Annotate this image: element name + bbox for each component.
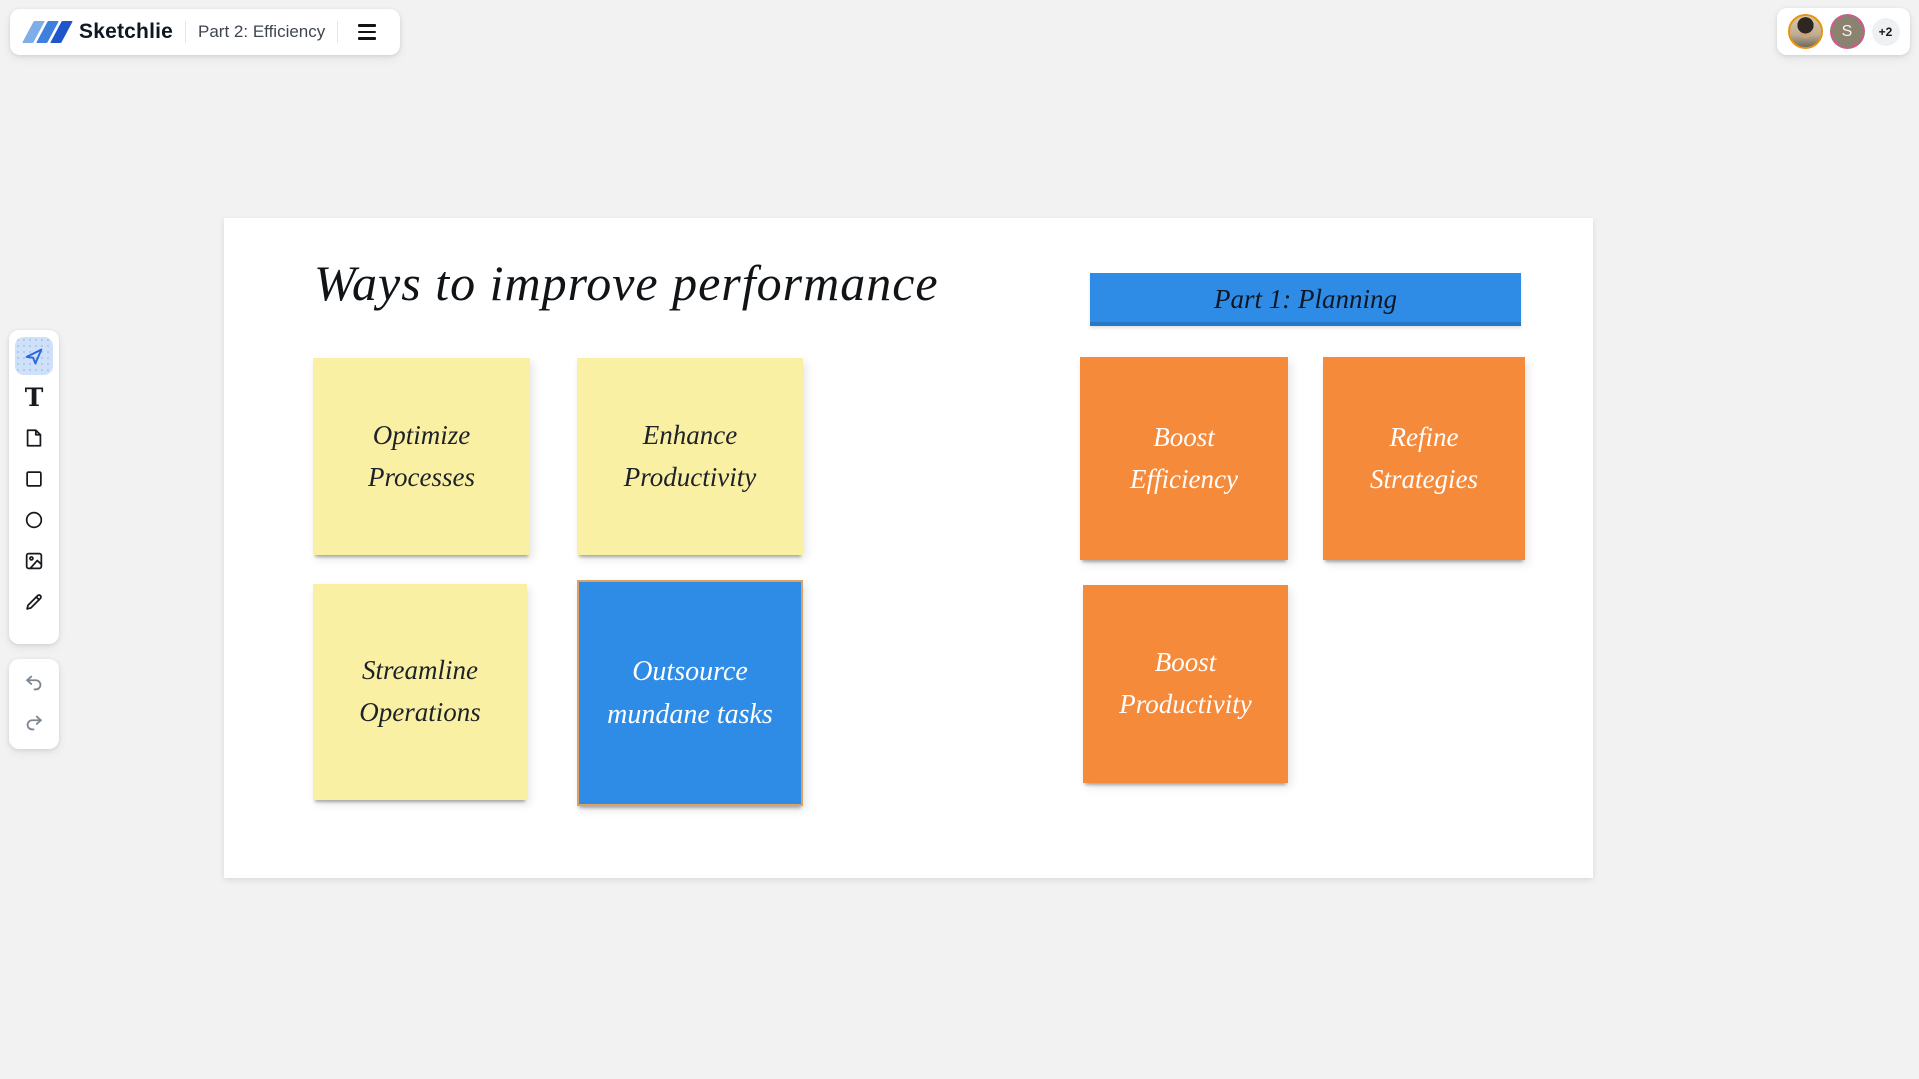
hamburger-icon xyxy=(358,24,377,27)
redo-icon xyxy=(23,712,45,737)
redo-button[interactable] xyxy=(16,707,52,741)
avatar-initial[interactable]: S xyxy=(1829,14,1865,49)
rectangle-icon xyxy=(23,468,45,490)
sticky-note-selected[interactable]: Outsource mundane tasks xyxy=(577,580,803,806)
sticky-note[interactable]: Boost Efficiency xyxy=(1080,357,1288,560)
sticky-note-text: Streamline Operations xyxy=(359,655,481,727)
header-divider xyxy=(185,21,187,43)
note-tool-button[interactable] xyxy=(15,419,53,457)
sticky-note[interactable]: Boost Productivity xyxy=(1083,585,1288,783)
undo-icon xyxy=(23,672,45,697)
pencil-icon xyxy=(23,591,45,613)
app-header: Sketchlie Part 2: Efficiency xyxy=(10,9,400,55)
sticky-note[interactable]: Optimize Processes xyxy=(313,358,530,555)
board-heading-text[interactable]: Ways to improve performance xyxy=(314,255,939,311)
hamburger-menu-button[interactable] xyxy=(350,15,384,49)
sticky-note-text: Boost Efficiency xyxy=(1130,421,1238,494)
ellipse-tool-button[interactable] xyxy=(15,501,53,539)
banner-label: Part 1: Planning xyxy=(1214,284,1397,314)
sticky-note-text: Optimize Processes xyxy=(368,419,475,492)
avatar-overflow-badge[interactable]: +2 xyxy=(1871,17,1900,46)
sticky-note-text: Enhance Productivity xyxy=(623,419,757,492)
sticky-note-text: Outsource mundane tasks xyxy=(607,655,773,730)
pen-tool-button[interactable] xyxy=(15,583,53,621)
sticky-note[interactable]: Streamline Operations xyxy=(313,584,527,800)
section-banner[interactable]: Part 1: Planning xyxy=(1090,273,1521,326)
history-toolbar xyxy=(9,659,59,749)
header-divider xyxy=(337,21,339,43)
avatar-photo[interactable] xyxy=(1787,14,1823,49)
select-tool-button[interactable] xyxy=(15,337,53,375)
avatar-initial-letter: S xyxy=(1841,22,1853,40)
sticky-note[interactable]: Refine Strategies xyxy=(1323,357,1525,560)
undo-button[interactable] xyxy=(16,667,52,701)
whiteboard-canvas[interactable]: Ways to improve performance Part 1: Plan… xyxy=(224,218,1593,878)
note-icon xyxy=(23,427,45,449)
rectangle-tool-button[interactable] xyxy=(15,460,53,498)
text-tool-button[interactable]: T xyxy=(15,378,53,416)
presence-widget: S +2 xyxy=(1777,8,1910,55)
image-tool-button[interactable] xyxy=(15,542,53,580)
cursor-icon xyxy=(23,345,45,367)
ellipse-icon xyxy=(23,509,45,531)
app-name: Sketchlie xyxy=(79,20,174,43)
tools-toolbar: T xyxy=(9,330,59,644)
text-icon: T xyxy=(24,382,44,412)
board-title: Part 2: Efficiency xyxy=(198,22,326,41)
image-icon xyxy=(23,550,45,572)
sticky-note[interactable]: Enhance Productivity xyxy=(577,358,803,555)
sketchlie-logo-icon xyxy=(22,21,73,43)
sticky-note-text: Boost Productivity xyxy=(1119,647,1252,719)
sticky-note-text: Refine Strategies xyxy=(1370,421,1478,494)
